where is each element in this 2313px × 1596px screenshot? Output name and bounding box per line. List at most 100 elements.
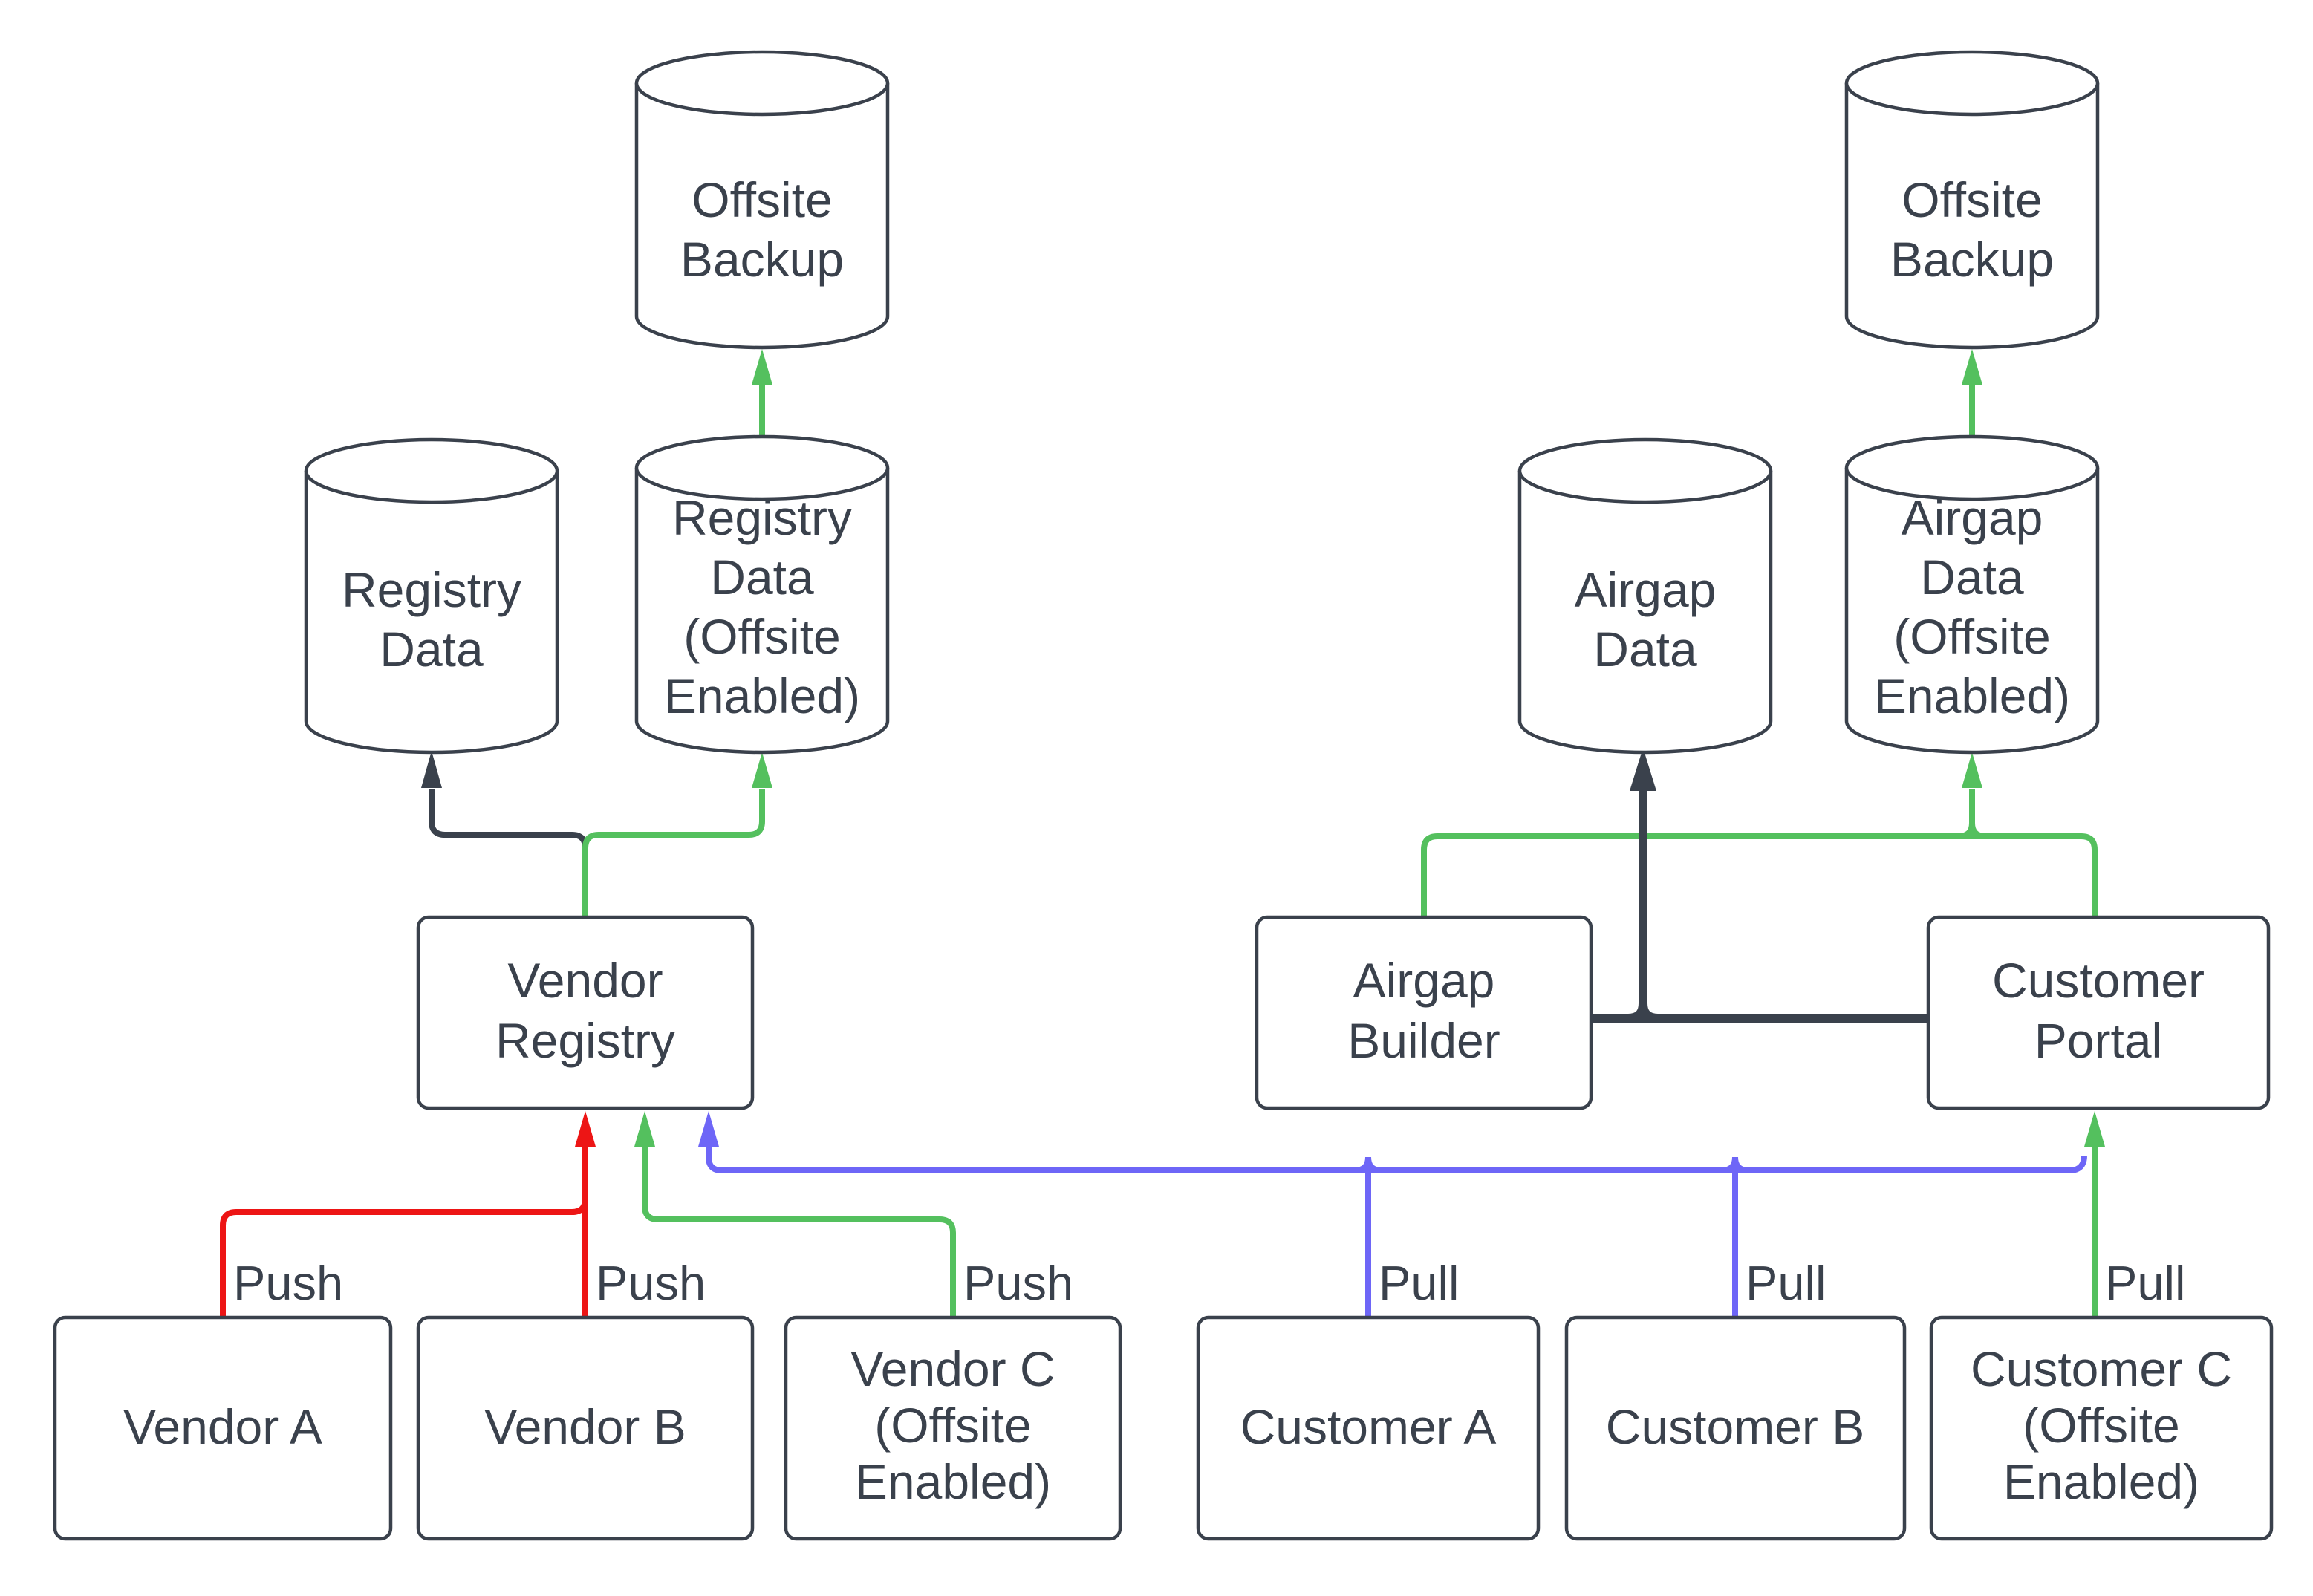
- edge-vendor-registry-to-registry-data-offsite: [582, 752, 772, 917]
- offsite-backup-left-label-line2: Backup: [680, 232, 844, 287]
- customer-portal-label-line2: Portal: [2034, 1013, 2162, 1068]
- edge-customer-portal-to-airgap-data: [1591, 748, 1928, 1023]
- edge-label-pull-customer-a: Pull: [1379, 1256, 1459, 1310]
- airgap-data-offsite-label-line2: Data: [1920, 550, 2024, 605]
- arrowhead-blue-into-vendor-registry: [698, 1111, 719, 1147]
- edge-airgap-data-offsite-to-offsite-backup: [1962, 349, 1982, 435]
- arrowhead-green-into-customer-portal: [2084, 1111, 2105, 1147]
- vendor-registry-label-line1: Vendor: [507, 953, 663, 1008]
- airgap-data-offsite-label-line1: Airgap: [1902, 490, 2043, 545]
- edge-vendor-c-to-vendor-registry: [634, 1111, 956, 1317]
- customer-c-label-line3: Enabled): [2003, 1454, 2199, 1509]
- vendor-c-box: [784, 1315, 1122, 1541]
- offsite-backup-left-body: [634, 83, 890, 350]
- offsite-backup-left-label-line1: Offsite: [692, 172, 833, 227]
- offsite-backup-left-top: [634, 50, 890, 117]
- customer-c-box: [1929, 1315, 2274, 1541]
- edge-customer-b-fillet: [1721, 1156, 1749, 1173]
- arrowhead-dark-into-airgap-data: [1630, 748, 1656, 791]
- node-airgap-data-offsite: Airgap Data (Offsite Enabled): [1844, 434, 2100, 755]
- vendor-b-label: Vendor B: [484, 1399, 686, 1454]
- vendor-a-label: Vendor A: [123, 1399, 322, 1454]
- registry-data-body: [304, 471, 559, 755]
- node-customer-b: Customer B: [1564, 1315, 1907, 1541]
- arrowhead-red-into-vendor-registry: [575, 1111, 596, 1147]
- node-registry-data-offsite: Registry Data (Offsite Enabled): [634, 434, 890, 755]
- vendor-a-box: [53, 1315, 393, 1541]
- registry-data-offsite-label-line3: (Offsite: [683, 609, 841, 664]
- registry-data-offsite-label-line1: Registry: [672, 490, 852, 545]
- arrowhead-dark-into-registry-data: [421, 751, 442, 788]
- node-customer-a: Customer A: [1196, 1315, 1541, 1541]
- edge-dark-left-line: [429, 789, 588, 917]
- registry-data-label-line1: Registry: [342, 562, 521, 617]
- edge-label-pull-customer-c: Pull: [2105, 1256, 2185, 1310]
- arrowhead-green-into-vendor-registry: [634, 1111, 655, 1147]
- vendor-c-label-line2: (Offsite: [874, 1398, 1032, 1453]
- arrowhead-green-into-registry-data-offsite: [752, 752, 772, 788]
- edge-label-push-vendor-c: Push: [963, 1256, 1073, 1310]
- edge-vendor-registry-to-registry-data: [421, 751, 588, 917]
- vendor-b-box: [416, 1315, 755, 1541]
- airgap-builder-label-line2: Builder: [1347, 1013, 1500, 1068]
- offsite-backup-right-top: [1844, 50, 2100, 117]
- customer-a-box: [1196, 1315, 1541, 1541]
- customer-portal-box: [1926, 915, 2271, 1110]
- edge-vendor-c-line: [642, 1147, 956, 1317]
- airgap-data-body: [1517, 471, 1773, 755]
- node-airgap-builder: Airgap Builder: [1255, 915, 1593, 1110]
- edge-vendor-b-to-vendor-registry: [575, 1111, 596, 1317]
- airgap-data-top: [1517, 437, 1773, 504]
- offsite-backup-right-label-line1: Offsite: [1902, 172, 2043, 227]
- airgap-data-offsite-label-line4: Enabled): [1874, 668, 2070, 723]
- edge-label-push-vendor-b: Push: [596, 1256, 706, 1310]
- customer-c-label-line1: Customer C: [1971, 1341, 2232, 1396]
- airgap-data-label-line1: Airgap: [1575, 562, 1717, 617]
- node-registry-data: Registry Data: [304, 437, 559, 755]
- vendor-registry-label-line2: Registry: [495, 1013, 675, 1068]
- offsite-backup-right-body: [1844, 83, 2100, 350]
- edge-registry-data-offsite-to-offsite-backup: [752, 349, 772, 435]
- airgap-data-offsite-label-line3: (Offsite: [1893, 609, 2051, 664]
- offsite-backup-right-label-line2: Backup: [1890, 232, 2054, 287]
- arrowhead-green-into-offsite-backup-right: [1962, 349, 1982, 385]
- edge-customers-pull-blue: [698, 1111, 2087, 1317]
- registry-data-offsite-label-line4: Enabled): [664, 668, 860, 723]
- node-vendor-b: Vendor B: [416, 1315, 755, 1541]
- edge-customer-a-fillet: [1354, 1156, 1382, 1173]
- vendor-c-label-line3: Enabled): [855, 1454, 1051, 1509]
- edge-dark-right-fillet: [1627, 1003, 1659, 1023]
- node-customer-c: Customer C (Offsite Enabled): [1929, 1315, 2274, 1541]
- edge-label-pull-customer-b: Pull: [1746, 1256, 1826, 1310]
- airgap-data-offsite-body: [1844, 468, 2100, 755]
- registry-data-label-line2: Data: [380, 622, 484, 677]
- edge-green-right-branch-fillet: [1958, 822, 1986, 839]
- registry-data-offsite-body: [634, 468, 890, 755]
- airgap-builder-label-line1: Airgap: [1353, 953, 1495, 1008]
- edge-label-push-vendor-a: Push: [233, 1256, 343, 1310]
- airgap-builder-box: [1255, 915, 1593, 1110]
- customer-c-label-line2: (Offsite: [2023, 1398, 2180, 1453]
- customer-a-label: Customer A: [1240, 1399, 1497, 1454]
- arrowhead-green-into-offsite-backup-left: [752, 349, 772, 385]
- node-airgap-data: Airgap Data: [1517, 437, 1773, 755]
- arrowhead-green-into-airgap-data-offsite: [1962, 752, 1982, 788]
- edge-blue-main-line: [706, 1147, 2087, 1173]
- vendor-registry-box: [416, 915, 755, 1110]
- node-vendor-a: Vendor A: [53, 1315, 393, 1541]
- edge-builder-portal-to-airgap-data-offsite: [1421, 752, 2098, 917]
- node-customer-portal: Customer Portal: [1926, 915, 2271, 1110]
- customer-portal-label-line1: Customer: [1992, 953, 2205, 1008]
- edge-customer-c-to-customer-portal: [2084, 1111, 2105, 1317]
- vendor-c-label-line1: Vendor C: [850, 1341, 1055, 1396]
- registry-data-top: [304, 437, 559, 504]
- customer-b-label: Customer B: [1606, 1399, 1864, 1454]
- node-offsite-backup-left: Offsite Backup: [634, 50, 890, 350]
- customer-b-box: [1564, 1315, 1907, 1541]
- registry-data-offsite-top: [634, 434, 890, 501]
- edge-green-right-line: [1421, 833, 2098, 917]
- node-vendor-c: Vendor C (Offsite Enabled): [784, 1315, 1122, 1541]
- node-offsite-backup-right: Offsite Backup: [1844, 50, 2100, 350]
